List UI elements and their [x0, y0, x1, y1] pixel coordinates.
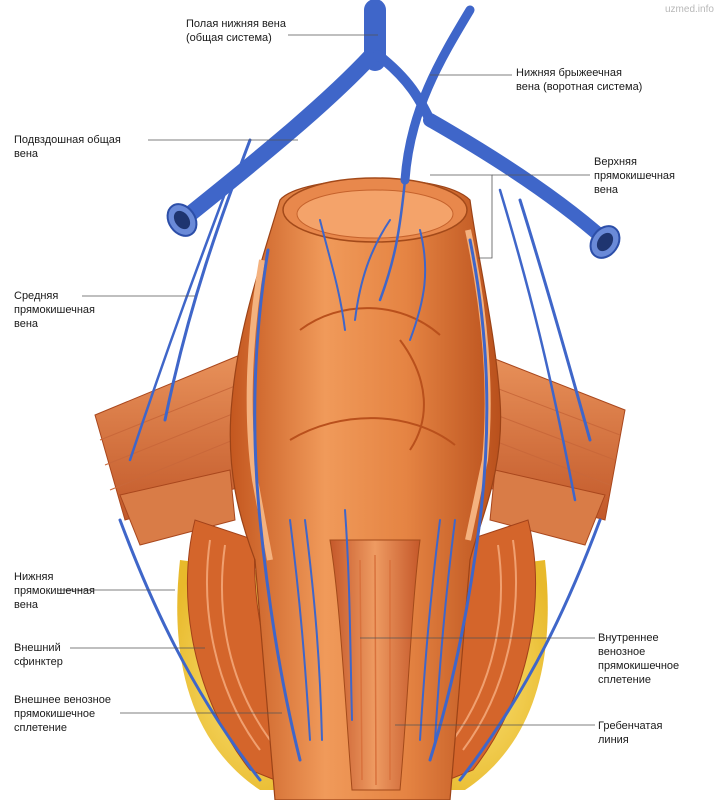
- label-inferior-vena-cava: Полая нижняя вена(общая система): [186, 18, 286, 44]
- vessel-cut-ends: [166, 203, 621, 259]
- vein-network: [118, 0, 612, 782]
- rectum: [229, 177, 502, 800]
- watermark: uzmed.info: [665, 4, 714, 15]
- leader-lines: [58, 34, 595, 726]
